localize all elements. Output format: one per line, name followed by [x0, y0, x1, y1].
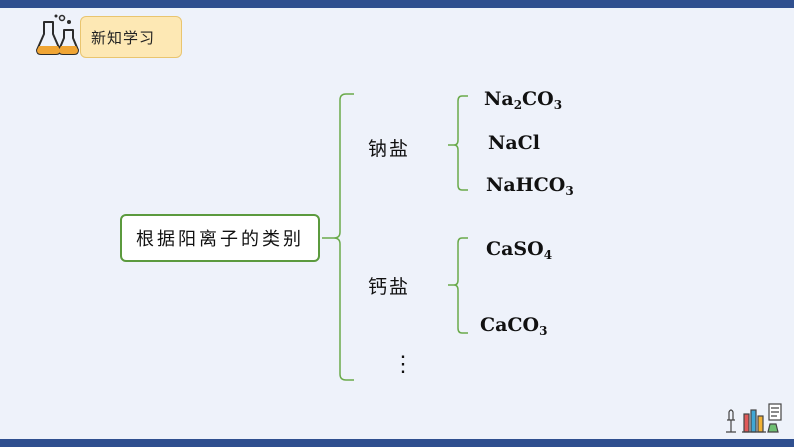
branch-label-calcium: 钙盐: [368, 276, 411, 298]
root-node-label: 根据阳离子的类别: [136, 229, 304, 250]
section-tag-label: 新知学习: [91, 28, 156, 47]
formula-nacl: NaCl: [488, 132, 540, 154]
formula-sub: 3: [553, 98, 563, 112]
ellipsis-marker: ⋮: [392, 352, 414, 377]
formula-caso4: CaSO4: [486, 238, 553, 262]
formula-part: CaCO: [480, 314, 540, 336]
bottom-stripe: [0, 439, 794, 447]
formula-part: Na: [484, 88, 514, 110]
formula-na2co3: Na2CO3: [484, 88, 563, 112]
calcium-bracket: [448, 237, 468, 334]
formula-nahco3: NaHCO3: [486, 174, 574, 198]
top-stripe: [0, 0, 794, 8]
sodium-bracket: [448, 95, 468, 191]
formula-sub: 3: [565, 184, 574, 198]
formula-part: NaHCO: [486, 174, 566, 196]
flask-icon: [36, 14, 79, 55]
formula-sub: 3: [539, 324, 548, 338]
root-node: 根据阳离子的类别: [120, 214, 320, 262]
formula-part: CaSO: [486, 238, 544, 260]
formula-sub: 2: [513, 98, 523, 112]
main-bracket: [322, 93, 354, 381]
formula-sub: 4: [543, 248, 553, 262]
formula-part: NaCl: [488, 132, 541, 154]
formula-part: CO: [522, 88, 554, 110]
formula-caco3: CaCO3: [480, 314, 548, 338]
branch-label-sodium: 钠盐: [368, 138, 411, 160]
section-tag: 新知学习: [80, 16, 182, 58]
lab-equipment-icon: [726, 403, 782, 433]
